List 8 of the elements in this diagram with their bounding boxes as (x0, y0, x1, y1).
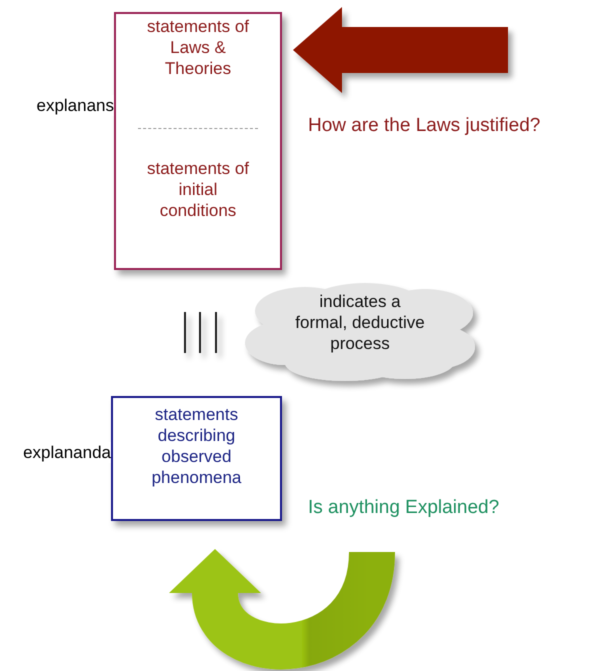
question-text: Is anything Explained? (308, 497, 500, 519)
arrow (293, 7, 508, 93)
node-text: statements of Laws & Theories (146, 16, 250, 79)
question-text: How are the Laws justified? (308, 115, 540, 137)
node-text: statements of initial conditions (146, 158, 250, 221)
arrow (170, 549, 395, 670)
node-text: statements describing observed phenomena (150, 404, 242, 488)
node-text: indicates a formal, deductive process (295, 291, 425, 354)
